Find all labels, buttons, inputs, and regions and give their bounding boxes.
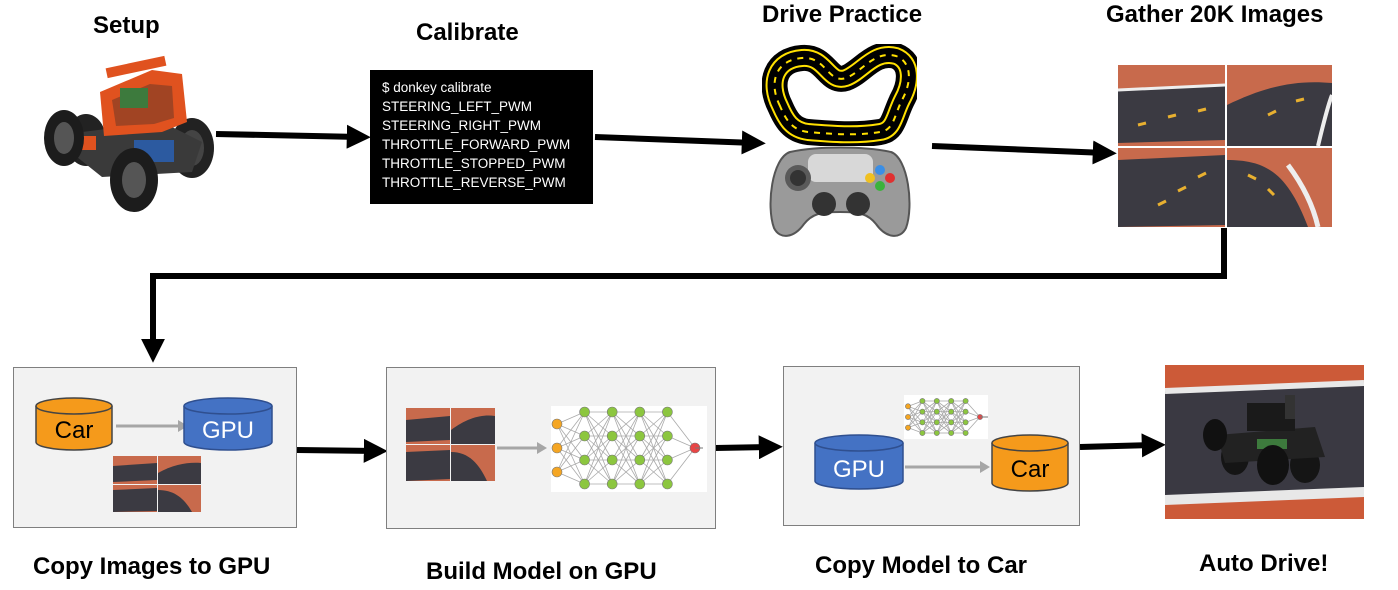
nn-node: [919, 419, 926, 426]
nn-node: [933, 408, 940, 415]
arrow-copymodel-to-auto: [1079, 433, 1166, 458]
nn-node: [905, 424, 911, 431]
step-title-gather-images: Gather 20K Images: [1106, 1, 1324, 28]
road-photos-thumb: [113, 456, 201, 512]
copy-model-panel: GPU Car: [783, 366, 1080, 526]
autonomous-car: [1203, 395, 1325, 485]
nn-node: [634, 478, 646, 490]
nn-node: [606, 478, 618, 490]
nn-node: [919, 398, 926, 404]
nn-node: [606, 454, 618, 466]
build-model-panel: [386, 367, 716, 529]
step-title-build-model: Build Model on GPU: [426, 558, 657, 585]
build-model-diagram: [406, 406, 707, 492]
nn-node: [579, 478, 590, 490]
gpu-storage-cylinder: GPU: [814, 434, 904, 490]
nn-node: [948, 430, 955, 436]
copy-images-panel: Car GPU: [13, 367, 297, 528]
gathered-images-grid: [1118, 65, 1332, 227]
nn-node: [662, 478, 673, 490]
neural-network-icon: [905, 398, 988, 436]
terminal-line: STEERING_LEFT_PWM: [382, 99, 533, 114]
gpu-cylinder-label: GPU: [202, 417, 254, 444]
copy-images-diagram: Car GPU: [35, 397, 273, 512]
calibrate-terminal: $ donkey calibrate STEERING_LEFT_PWM STE…: [370, 70, 593, 204]
nn-node: [905, 403, 911, 410]
car-cylinder-label: Car: [1011, 456, 1050, 483]
road-photo: [1118, 65, 1226, 146]
terminal-line: THROTTLE_FORWARD_PWM: [382, 137, 571, 152]
car-storage-cylinder: Car: [35, 397, 113, 451]
nn-node: [606, 430, 618, 442]
nn-node: [933, 430, 940, 436]
nn-node: [919, 430, 926, 436]
auto-drive-photo: [1165, 365, 1364, 519]
gamepad-icon: [769, 146, 911, 237]
nn-node: [905, 414, 911, 420]
nn-node: [662, 454, 673, 466]
terminal-line: THROTTLE_STOPPED_PWM: [382, 156, 566, 171]
nn-node: [634, 454, 646, 466]
nn-node: [948, 408, 955, 415]
arrow-copy-to-build: [296, 438, 388, 463]
road-photo: [1227, 148, 1332, 227]
nn-node: [962, 408, 969, 415]
step-title-copy-images: Copy Images to GPU: [33, 553, 271, 580]
race-track-icon: [762, 44, 917, 146]
car-cylinder-label: Car: [55, 417, 94, 444]
nn-node: [634, 430, 646, 442]
step-title-auto-drive: Auto Drive!: [1199, 550, 1329, 577]
road-photo: [1118, 148, 1225, 227]
gpu-cylinder-label: GPU: [833, 456, 885, 483]
nn-node: [962, 430, 969, 436]
nn-node: [948, 398, 955, 404]
terminal-line: $ donkey calibrate: [382, 80, 492, 95]
nn-node: [948, 419, 955, 426]
nn-node: [606, 406, 618, 418]
step-title-calibrate: Calibrate: [416, 19, 519, 46]
copy-model-diagram: GPU Car: [814, 395, 1069, 492]
nn-node: [933, 419, 940, 426]
terminal-line: THROTTLE_REVERSE_PWM: [382, 175, 566, 190]
arrow-setup-to-calibrate: [215, 124, 371, 149]
nn-node: [962, 419, 969, 426]
nn-node: [634, 406, 646, 418]
nn-node: [933, 398, 940, 404]
road-photos-thumb: [406, 408, 495, 481]
nn-node: [962, 398, 969, 404]
nn-node: [551, 466, 563, 478]
step-title-drive-practice: Drive Practice: [762, 1, 923, 28]
arrow-calibrate-to-drive: [594, 130, 766, 155]
arrow-build-to-copymodel: [714, 435, 783, 460]
nn-node: [662, 430, 673, 442]
terminal-line: STEERING_RIGHT_PWM: [382, 118, 542, 133]
arrow-gather-to-copy: [141, 228, 1227, 363]
step-title-copy-model: Copy Model to Car: [815, 552, 1028, 579]
nn-node: [919, 408, 926, 415]
road-photo: [1227, 65, 1332, 147]
neural-network-icon: [551, 406, 703, 490]
robot-car-image: [44, 55, 214, 212]
nn-node: [579, 430, 590, 442]
nn-node: [579, 406, 590, 418]
car-storage-cylinder: Car: [991, 434, 1069, 492]
nn-node: [551, 442, 563, 454]
arrow-drive-to-gather: [931, 140, 1117, 165]
nn-node: [551, 418, 563, 430]
nn-node: [662, 406, 673, 418]
nn-node: [579, 454, 590, 466]
gpu-storage-cylinder: GPU: [183, 397, 273, 451]
step-title-setup: Setup: [93, 12, 160, 39]
